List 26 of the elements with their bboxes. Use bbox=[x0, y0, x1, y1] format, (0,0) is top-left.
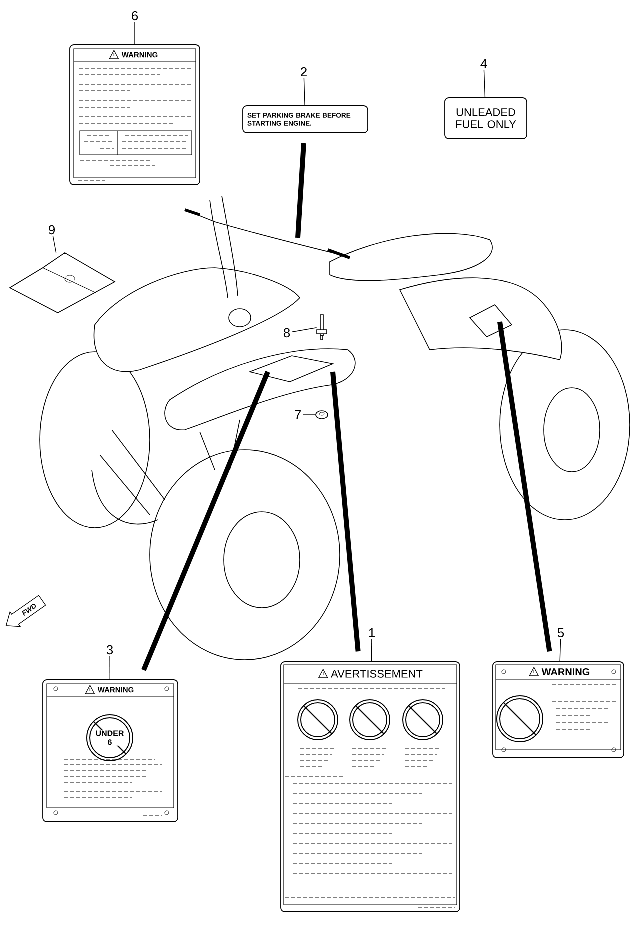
leader-line bbox=[371, 638, 372, 662]
rivet-drawing bbox=[316, 314, 328, 340]
leader-line bbox=[304, 78, 306, 106]
grommet-drawing bbox=[316, 410, 328, 420]
leader-line bbox=[296, 143, 306, 238]
leader-line bbox=[142, 371, 270, 672]
callout-number: 6 bbox=[132, 11, 138, 21]
callout-number: 1 bbox=[369, 628, 375, 638]
leader-line bbox=[52, 236, 57, 254]
callout-number: 2 bbox=[301, 67, 307, 77]
leader-line bbox=[330, 372, 361, 652]
callout-number: 7 bbox=[295, 410, 301, 420]
callout-number: 4 bbox=[480, 60, 488, 68]
leader-line bbox=[292, 328, 318, 332]
leader-line bbox=[302, 414, 316, 416]
callout-number: 5 bbox=[558, 628, 564, 638]
warning-label: AVERTISSEMENT bbox=[280, 662, 460, 912]
warning-label: WARNING bbox=[492, 662, 624, 758]
callout-number: 9 bbox=[49, 225, 55, 235]
warning-label: UNLEADED FUEL ONLY bbox=[444, 98, 528, 140]
leader-line bbox=[498, 322, 552, 652]
leader-line bbox=[560, 638, 562, 662]
leader-line bbox=[484, 70, 486, 98]
callout-number: 3 bbox=[106, 645, 114, 655]
callout-number: 8 bbox=[284, 328, 290, 338]
leader-line bbox=[134, 22, 136, 45]
